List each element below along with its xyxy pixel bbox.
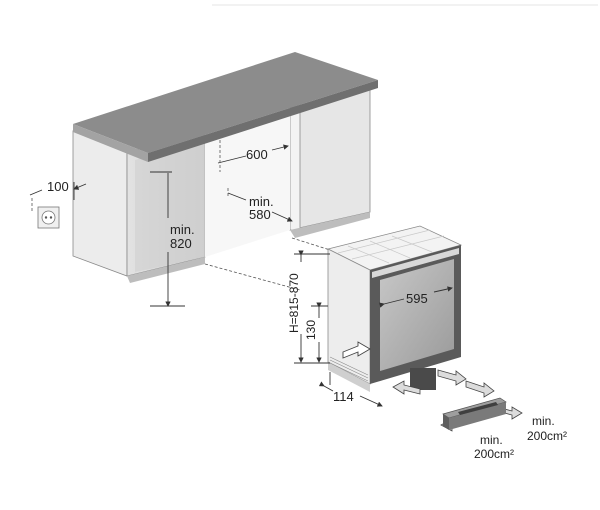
dim-cabinet-gap: 600 (217, 140, 289, 172)
appliance-door-glass (380, 259, 454, 371)
dim-depth: min. 580 (227, 188, 293, 222)
plinth-vent (328, 362, 370, 392)
cabinet-gap-wall (205, 108, 290, 257)
dim-appliance-height: H=815-870 (287, 250, 330, 364)
countertop-top (73, 52, 378, 153)
right-cabinet-inner-side (289, 107, 301, 231)
label-height: 820 (170, 236, 192, 251)
left-cabinet-side (72, 130, 128, 277)
guide-line-1 (291, 237, 331, 251)
dim-wall-offset: 100 (29, 179, 87, 212)
left-cabinet-plinth (127, 257, 205, 283)
label-vent-2-min: min. (480, 433, 503, 447)
dim-appliance-width: 595 (378, 286, 453, 308)
appliance-control-strip (372, 248, 459, 278)
label-wall-offset: 100 (47, 179, 69, 194)
appliance-side (327, 248, 371, 385)
ventilation-slot (442, 397, 507, 430)
appliance-foot (410, 368, 436, 390)
label-depth: 580 (249, 207, 271, 222)
label-vent-2-area: 200cm² (474, 447, 514, 461)
airflow-exhaust-arrow-2 (465, 380, 495, 398)
airflow-rear-arrow (392, 380, 421, 395)
airflow-exhaust-arrow-1 (437, 369, 467, 386)
label-plinth-height: 130 (304, 320, 318, 340)
power-socket-icon (37, 206, 60, 229)
label-cabinet-gap: 600 (246, 147, 268, 162)
dim-plinth-height: 130 (304, 302, 328, 363)
guide-line-2 (204, 263, 301, 291)
left-cabinet-recess (135, 137, 205, 272)
label-vent-1-area: 200cm² (527, 429, 567, 443)
appliance-top-grid (337, 229, 445, 264)
label-plinth-depth: 114 (333, 389, 354, 404)
dim-plinth-depth: 114 (318, 372, 383, 407)
label-height-min: min. (170, 222, 195, 237)
label-appliance-width: 595 (406, 291, 428, 306)
label-appliance-height: H=815-870 (287, 273, 301, 333)
label-vent-1-min: min. (532, 414, 555, 428)
vent-grille-lines (329, 356, 369, 382)
kitchen-cabinets (72, 52, 378, 283)
airflow-intake-arrow (342, 341, 371, 359)
right-cabinet-plinth (290, 212, 370, 238)
countertop-side-edge (73, 124, 148, 162)
label-depth-min: min. (249, 194, 274, 209)
wine-cooler (326, 225, 463, 392)
dim-cabinet-height: min. 820 (150, 171, 195, 307)
countertop-front-edge (148, 80, 378, 162)
